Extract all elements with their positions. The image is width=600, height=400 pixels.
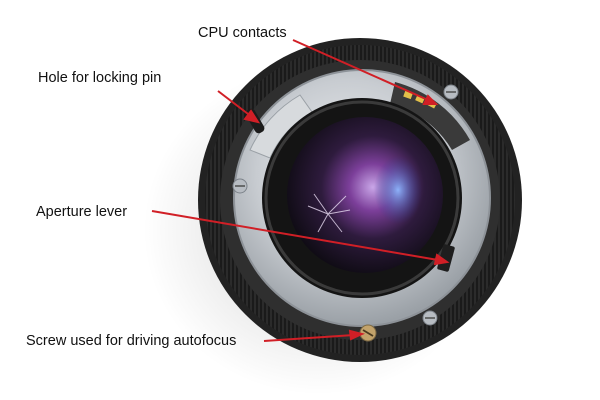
rear-glass-element (287, 117, 443, 273)
aperture-lever (437, 244, 455, 272)
mount-screw-left (232, 178, 248, 194)
cpu-contacts-label: CPU contacts (198, 25, 287, 41)
aperture-lever-label: Aperture lever (36, 204, 128, 220)
annotation-arrows (151, 39, 450, 342)
af-screw-label: Screw used for driving autofocus (26, 333, 237, 349)
mount-screw-bottom-right (422, 310, 438, 326)
af-drive-screw (359, 324, 377, 342)
locking-pin-hole-label: Hole for locking pin (38, 70, 162, 86)
aperture-blades (307, 193, 351, 233)
mount-screw-top-right (443, 84, 459, 100)
